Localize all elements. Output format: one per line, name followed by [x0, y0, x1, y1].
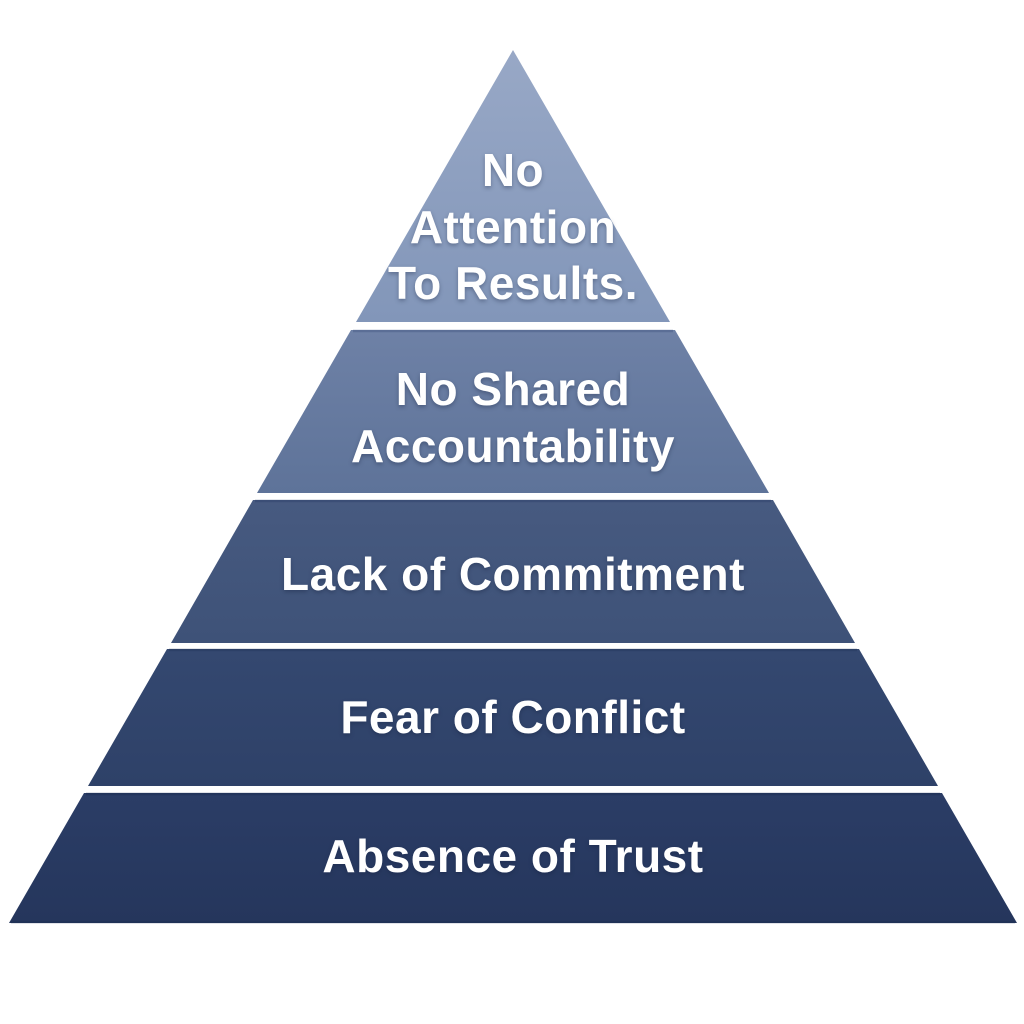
pyramid-level-4-shape: [88, 649, 938, 786]
pyramid-level-2-label-line-1: No Shared: [396, 363, 631, 415]
pyramid-level-5-label: Absence of Trust: [322, 830, 703, 882]
pyramid-level-1-label-line-1: No: [482, 144, 544, 196]
pyramid-level-1-label-line-3: To Results.: [388, 257, 638, 309]
pyramid-level-4-label: Fear of Conflict: [340, 691, 685, 743]
pyramid-level-3-label: Lack of Commitment: [281, 548, 745, 600]
pyramid-level-3-shape: [171, 500, 855, 643]
pyramid-level-2-label-line-2: Accountability: [351, 420, 675, 472]
pyramid-level-5-shape: [9, 793, 1017, 923]
pyramid-level-1-label-line-2: Attention: [410, 201, 616, 253]
pyramid-level-2-shape: [257, 330, 769, 493]
pyramid-level-1-shape: [356, 50, 670, 322]
